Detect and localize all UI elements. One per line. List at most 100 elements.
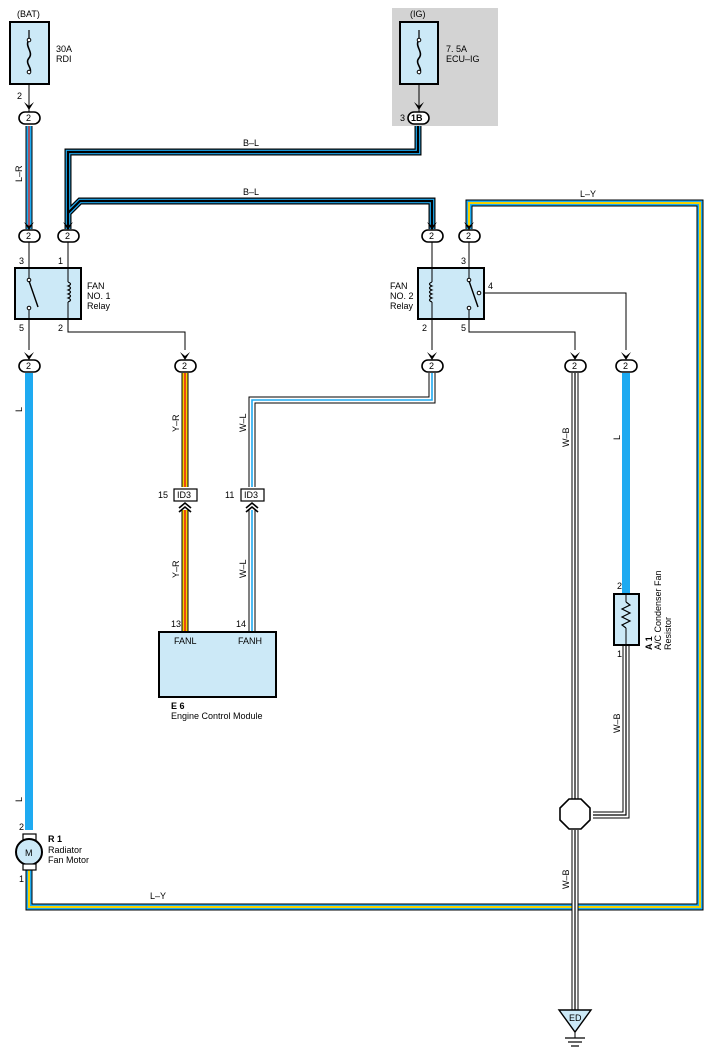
wire-label-y-r-top: Y–R (171, 414, 181, 432)
arrow-down-icon (621, 352, 631, 360)
ig-fuse-name: ECU–IG (446, 54, 480, 64)
ecm-fanh-label: FANH (238, 636, 262, 646)
arrow-down-icon (24, 352, 34, 360)
resistor-code: A 1 (644, 636, 654, 650)
bat-connector-pin: 2 (26, 113, 31, 123)
bat-connector (18, 111, 41, 125)
motor-pin-top: 2 (19, 822, 24, 832)
wire-label-l-r: L–R (14, 165, 24, 182)
ig-fuse-amp: 7. 5A (446, 44, 467, 54)
wire-w-b (571, 373, 630, 1010)
relay2-pin5-connector (564, 359, 587, 373)
relay2-pin3-label: 3 (461, 256, 466, 266)
id3-left-label: ID3 (177, 490, 191, 500)
relay1-name-line3: Relay (87, 301, 111, 311)
wire-l-y (25, 199, 704, 911)
arrow-down-icon (570, 352, 580, 360)
resistor-name-line2: Resistor (663, 617, 673, 650)
relay2-pin2-lower-connector (421, 359, 444, 373)
relay2-pin5-connector-pin: 2 (572, 361, 577, 371)
connector-row-lower: 2 2 2 2 2 (18, 352, 638, 373)
arrow-down-icon (63, 222, 73, 230)
id3-right-label: ID3 (244, 490, 258, 500)
relay2-pin5-label: 5 (461, 323, 466, 333)
wire-w-l (248, 373, 436, 632)
bat-source: (BAT) 30A RDI 2 2 (9, 9, 72, 125)
relay1-pin5-connector-pin: 2 (26, 361, 31, 371)
relay1-pin5-label: 5 (19, 323, 24, 333)
bat-fuse-amp: 30A (56, 44, 72, 54)
connector-row-upper: 2 2 2 2 (18, 222, 481, 268)
id3-connector-right: 11 ID3 (225, 488, 265, 513)
engine-control-module: 13 14 FANL FANH E 6 Engine Control Modul… (158, 619, 277, 721)
chevron-up-icon (178, 501, 192, 513)
relay2-name-line1: FAN (390, 281, 408, 291)
relay1-pin2-connector (174, 359, 197, 373)
relay2-pin2-connector-pin: 2 (429, 231, 434, 241)
wire-label-w-b-bottom: W–B (561, 869, 571, 889)
id3-connector-left: 15 ID3 (158, 488, 198, 513)
arrow-down-icon (414, 102, 424, 110)
relay2-pin4-connector-pin: 2 (623, 361, 628, 371)
ig-connector (407, 111, 430, 125)
relay2-switch-icon (468, 280, 479, 308)
relay1-pin5-connector (18, 359, 41, 373)
arrow-down-icon (24, 102, 34, 110)
relay2-coil-icon (428, 281, 434, 303)
relay2-pin2-label: 2 (422, 323, 427, 333)
ecm-pin-fanh: 14 (236, 619, 246, 629)
motor-name-line2: Fan Motor (48, 855, 89, 865)
junction-point (559, 798, 591, 830)
relay2-pin4-connector (615, 359, 638, 373)
ground-ed: ED (557, 1009, 593, 1047)
bat-label: (BAT) (17, 9, 40, 19)
arrow-down-icon (180, 352, 190, 360)
relay2-name-line2: NO. 2 (390, 291, 414, 301)
ecm-code: E 6 (171, 701, 185, 711)
wire-label-w-b-top: W–B (561, 427, 571, 447)
relay-thin-wires (28, 320, 576, 350)
chevron-up-icon (245, 501, 259, 513)
wire-label-y-r-bottom: Y–R (171, 560, 181, 578)
ground-triangle-icon (557, 1009, 593, 1034)
ecm-pin-fanl: 13 (171, 619, 181, 629)
relay1-pin3-label: 3 (19, 256, 24, 266)
wire-label-b-l-top: B–L (243, 138, 259, 148)
wire-label-l-y-top: L–Y (580, 189, 596, 199)
motor-name-line1: Radiator (48, 845, 82, 855)
fan-no2-relay: 3 4 FAN NO. 2 Relay 2 5 (390, 256, 493, 333)
relay1-switch-icon (28, 280, 39, 308)
relay2-pin3-connector-pin: 2 (466, 231, 471, 241)
wire-label-w-b-resistor: W–B (612, 713, 622, 733)
wire-label-l-left-bottom: L (14, 797, 24, 802)
relay1-pin1-connector-pin: 2 (65, 231, 70, 241)
relay2-box (417, 267, 485, 320)
fuse-icon (26, 39, 32, 75)
resistor-pin-top: 2 (617, 581, 622, 591)
ecm-fanl-label: FANL (174, 636, 197, 646)
arrow-down-icon (24, 222, 34, 230)
relay1-pin1-label: 1 (58, 256, 63, 266)
relay2-pin4-label: 4 (488, 281, 493, 291)
relay1-name-line2: NO. 1 (87, 291, 111, 301)
ig-label: (IG) (410, 9, 426, 19)
bat-pin: 2 (17, 91, 22, 101)
wire-label-b-l-mid: B–L (243, 187, 259, 197)
motor-symbol: M (25, 848, 33, 858)
ecm-name: Engine Control Module (171, 711, 263, 721)
resistor-name-line1: A/C Condenser Fan (653, 570, 663, 650)
relay1-pin3-connector-pin: 2 (26, 231, 31, 241)
wire-label-l-y-bottom: L–Y (150, 891, 166, 901)
resistor-pin-bottom: 1 (617, 649, 622, 659)
relay2-name-line3: Relay (390, 301, 414, 311)
ac-condenser-fan-resistor: 2 1 A 1 A/C Condenser Fan Resistor (613, 570, 673, 659)
ig-pin: 3 (400, 113, 405, 123)
wire-label-l-right: L (612, 435, 622, 440)
relay2-pin2-lower-connector-pin: 2 (429, 361, 434, 371)
wire-label-w-l-bottom: W–L (238, 559, 248, 578)
fan-no1-relay: 3 1 FAN NO. 1 Relay 5 2 (14, 256, 111, 333)
arrow-down-icon (464, 222, 474, 230)
motor-code: R 1 (48, 834, 62, 844)
wire-b-l (64, 126, 436, 229)
